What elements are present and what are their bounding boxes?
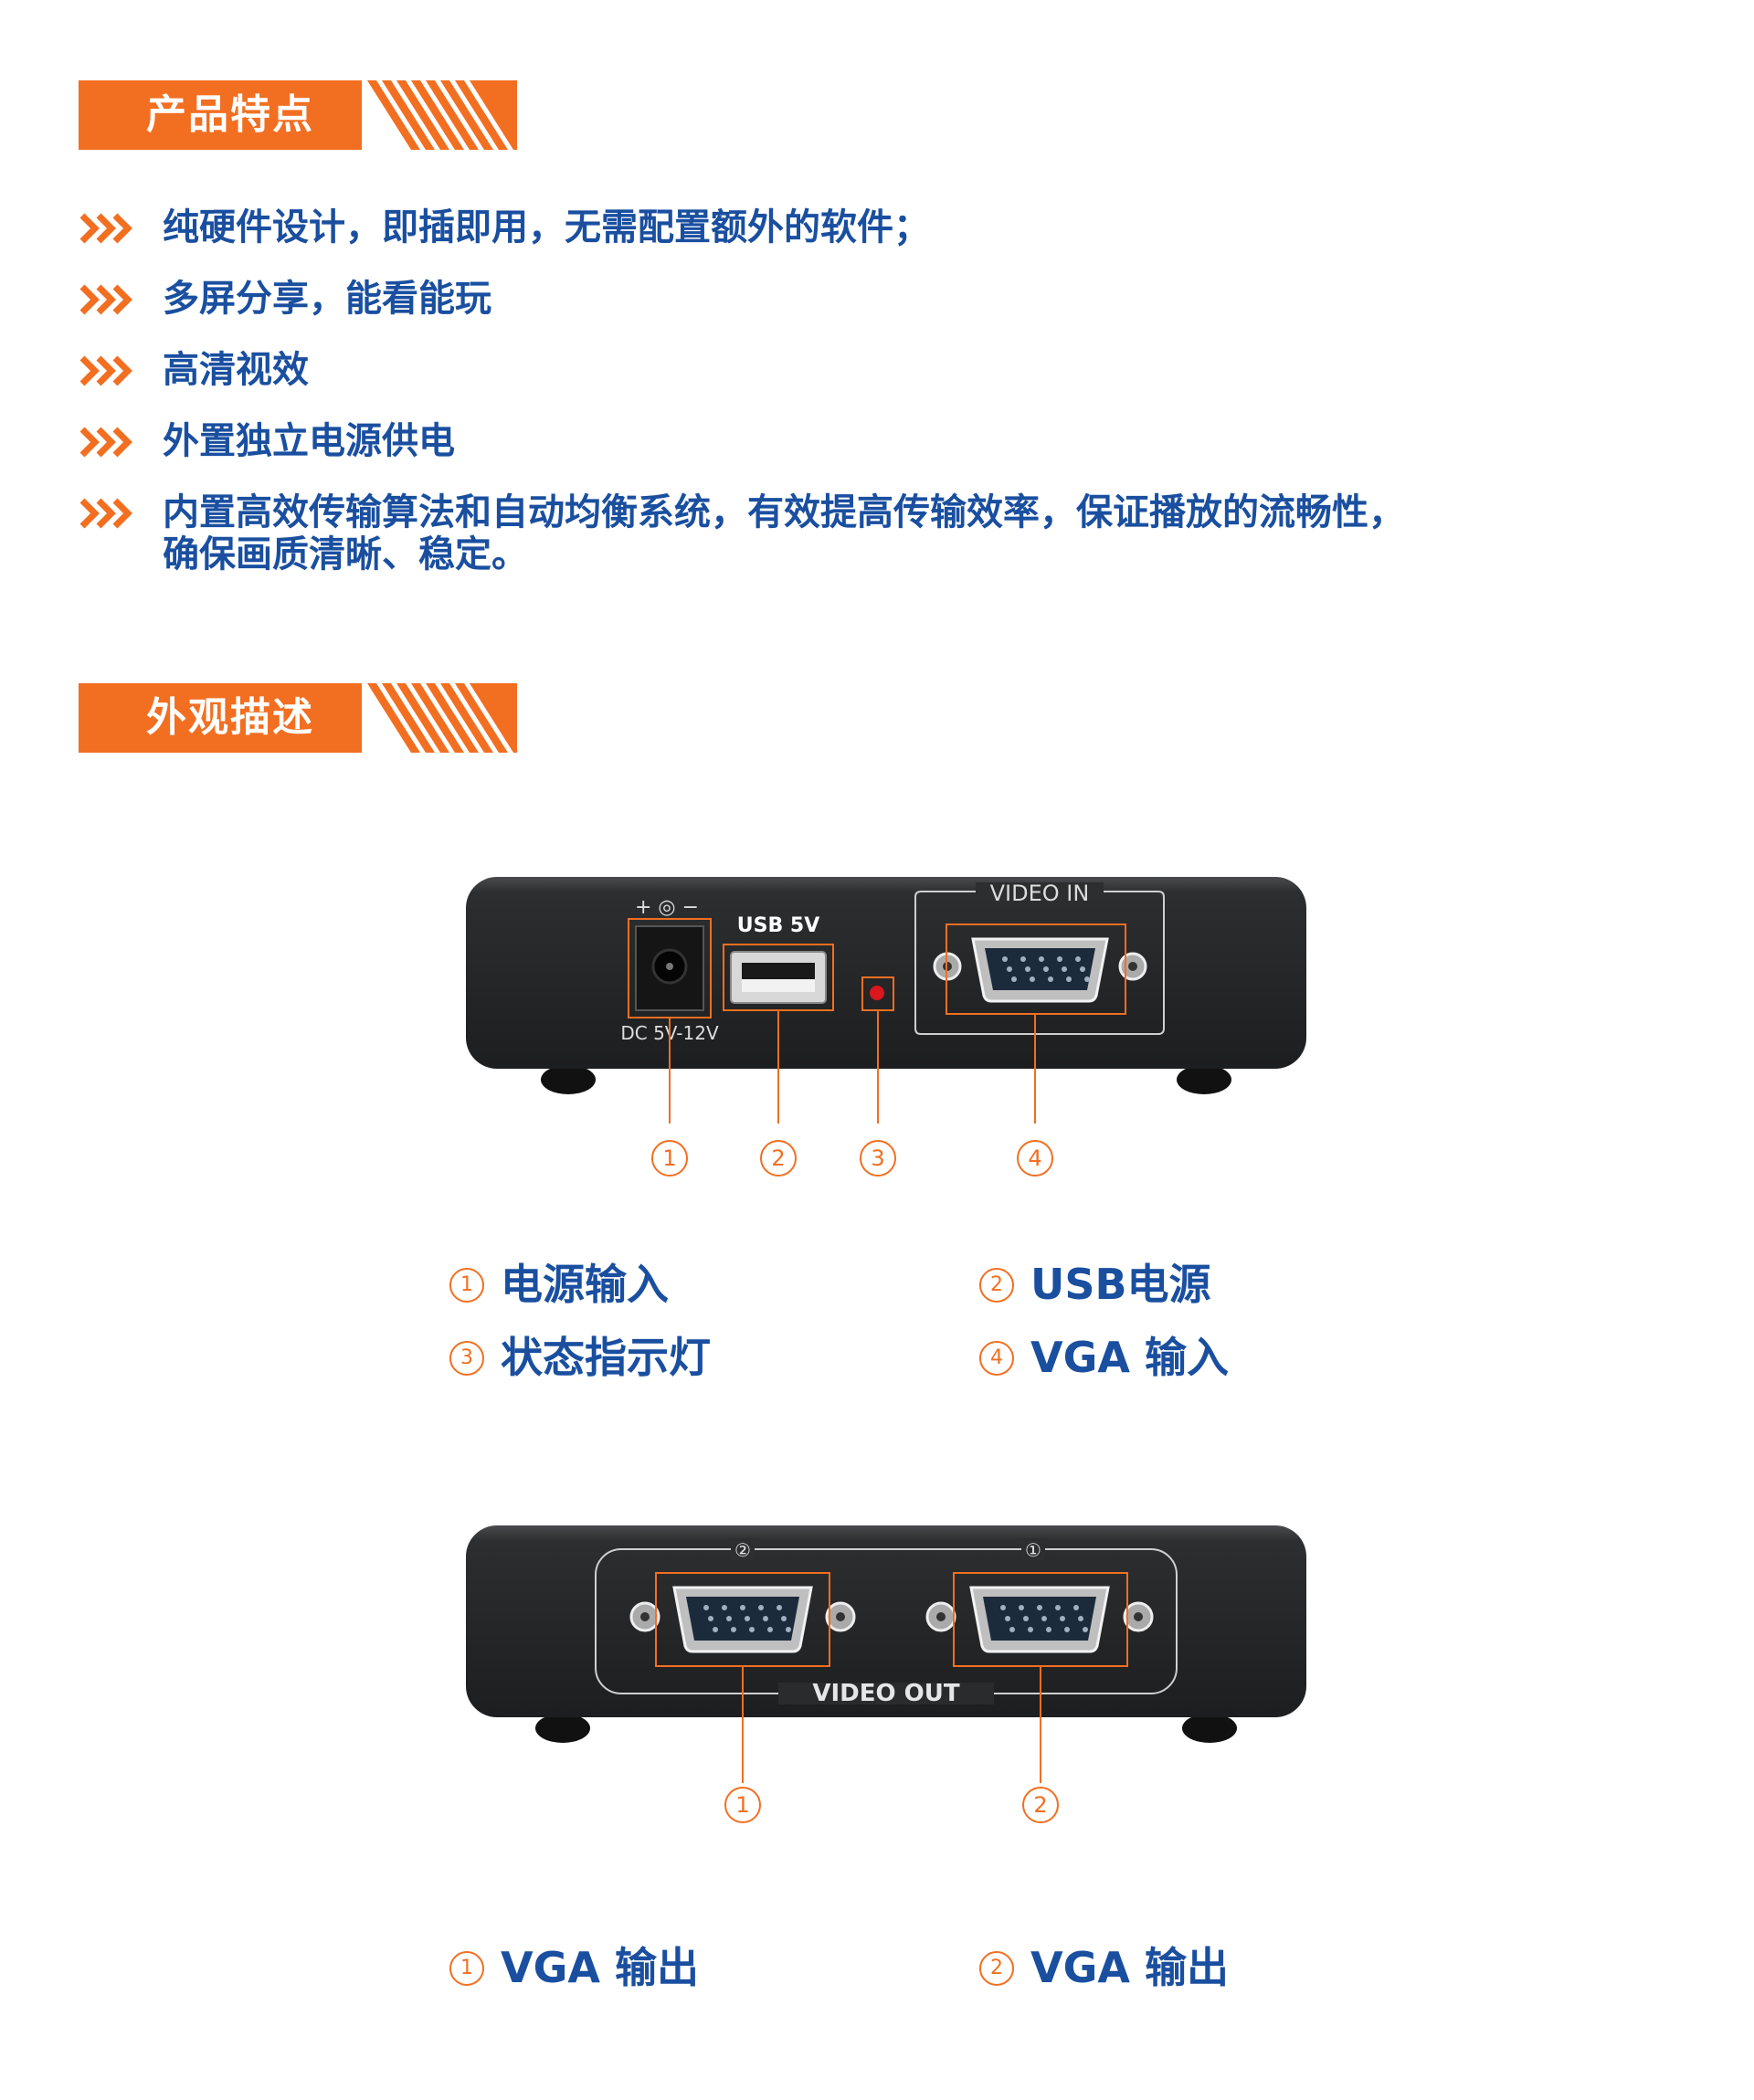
port-mark: ② — [734, 1539, 751, 1561]
leader-line — [877, 1082, 879, 1124]
feature-text: 外置独立电源供电 — [163, 420, 455, 462]
feature-item: 内置高效传输算法和自动均衡系统，有效提高传输效率，保证播放的流畅性， 确保画质清… — [79, 491, 1686, 575]
feature-text: 高清视效 — [163, 349, 309, 391]
usb-label: USB 5V — [737, 914, 819, 937]
power-polarity-symbol: + ◎ − — [635, 896, 699, 919]
feature-item: 高清视效 — [79, 349, 1686, 391]
legend-number: 2 — [979, 1951, 1014, 1986]
leader-line — [669, 1082, 671, 1124]
callout-number: 2 — [1022, 1787, 1059, 1823]
triple-chevron-icon — [79, 213, 132, 244]
feature-list: 纯硬件设计，即插即用，无需配置额外的软件； 多屏分享，能看能玩 高清视效 外置独… — [79, 206, 1686, 605]
legend-label: VGA 输入 — [1030, 1333, 1229, 1382]
leader-line — [1040, 1730, 1041, 1783]
legend-number: 4 — [979, 1341, 1014, 1376]
feature-text: 纯硬件设计，即插即用，无需配置额外的软件； — [163, 206, 930, 248]
legend-label: 状态指示灯 — [501, 1333, 711, 1382]
legend-label: VGA 输出 — [501, 1943, 699, 1992]
triple-chevron-icon — [79, 355, 132, 386]
callout-number: 4 — [1017, 1140, 1053, 1177]
legend-number: 1 — [449, 1951, 484, 1986]
section-header-appearance: 外观描述 — [79, 683, 517, 753]
feature-item: 外置独立电源供电 — [79, 420, 1686, 462]
device-foot — [1182, 1714, 1237, 1743]
video-in-frame — [914, 891, 1165, 1035]
section-header-bar — [79, 683, 517, 753]
triple-chevron-icon — [79, 427, 132, 458]
triple-chevron-icon — [79, 284, 132, 315]
leader-line — [777, 1082, 779, 1124]
device-foot — [541, 1065, 596, 1094]
feature-item: 多屏分享，能看能玩 — [79, 278, 1686, 320]
video-in-label: VIDEO IN — [990, 881, 1090, 906]
legend-number: 3 — [449, 1341, 484, 1376]
device-foot — [535, 1714, 590, 1743]
callout-number: 3 — [860, 1140, 896, 1177]
legend-label: USB电源 — [1030, 1260, 1211, 1309]
legend-label: 电源输入 — [501, 1260, 669, 1309]
section-title: 产品特点 — [146, 91, 314, 138]
section-header-bar — [79, 80, 517, 150]
device-back-panel: VIDEO OUT ② ① — [466, 1525, 1306, 1743]
legend-label: VGA 输出 — [1030, 1943, 1229, 1992]
legend-number: 2 — [979, 1268, 1014, 1303]
callout-number: 1 — [651, 1140, 688, 1177]
section-header-features: 产品特点 — [79, 80, 517, 150]
device-front-panel: + ◎ − DC 5V-12V USB 5V VIDEO IN — [466, 877, 1306, 1094]
leader-line — [742, 1730, 744, 1783]
feature-text: 多屏分享，能看能玩 — [163, 278, 491, 320]
legend-number: 1 — [449, 1268, 484, 1303]
triple-chevron-icon — [79, 498, 132, 529]
callout-number: 2 — [760, 1140, 797, 1177]
device-body — [466, 877, 1306, 1069]
section-title: 外观描述 — [146, 694, 314, 741]
port-mark: ① — [1025, 1539, 1041, 1561]
status-led — [870, 986, 884, 1000]
video-out-label: VIDEO OUT — [812, 1680, 960, 1707]
device-foot — [1177, 1065, 1231, 1094]
callout-number: 1 — [724, 1787, 761, 1823]
leader-line — [1034, 1082, 1036, 1124]
feature-item: 纯硬件设计，即插即用，无需配置额外的软件； — [79, 206, 1686, 248]
feature-text: 内置高效传输算法和自动均衡系统，有效提高传输效率，保证播放的流畅性， 确保画质清… — [163, 491, 1405, 575]
